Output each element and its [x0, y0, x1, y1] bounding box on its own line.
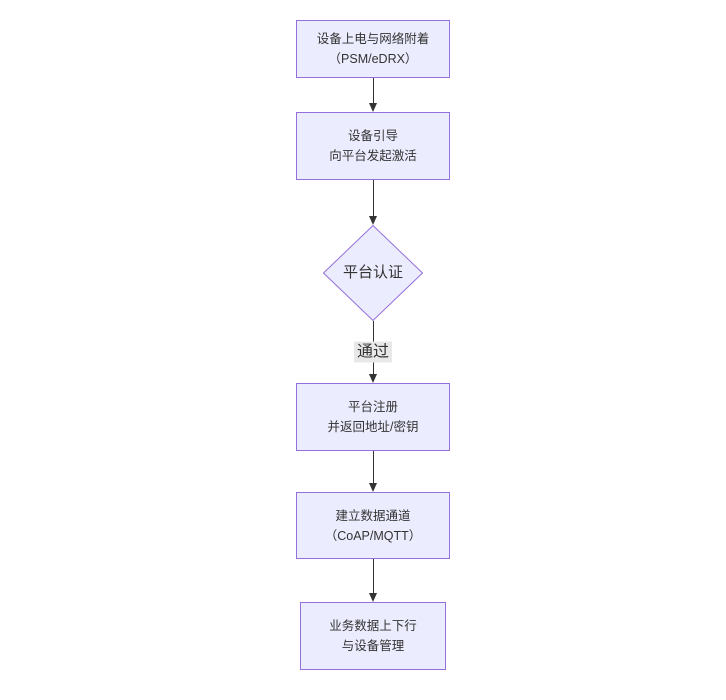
node-platform-auth: 平台认证: [323, 225, 423, 321]
edge-label-pass: 通过: [353, 341, 393, 363]
edge-power-to-bootstrap: [367, 78, 379, 112]
node-bootstrap-label: 设备引导 向平台发起激活: [329, 129, 417, 163]
node-bootstrap: 设备引导 向平台发起激活: [296, 112, 450, 180]
edge-channel-to-business: [367, 559, 379, 602]
arrow-down-icon: [369, 593, 377, 602]
edge-line: [372, 451, 374, 483]
node-business-data-label: 业务数据上下行 与设备管理: [329, 619, 417, 653]
node-power-attach-label: 设备上电与网络附着 （PSM/eDRX）: [316, 32, 430, 66]
arrow-down-icon: [369, 216, 377, 225]
edge-line: [372, 180, 374, 216]
node-business-data: 业务数据上下行 与设备管理: [300, 602, 446, 670]
node-data-channel-label: 建立数据通道 （CoAP/MQTT）: [324, 508, 422, 543]
node-platform-register: 平台注册 并返回地址/密钥: [296, 383, 450, 451]
arrow-down-icon: [369, 103, 377, 112]
diamond-shape: [323, 225, 423, 321]
node-platform-register-label: 平台注册 并返回地址/密钥: [327, 400, 419, 434]
node-data-channel: 建立数据通道 （CoAP/MQTT）: [296, 492, 450, 559]
diamond-polygon: [323, 225, 423, 321]
arrow-down-icon: [369, 374, 377, 383]
edge-line: [372, 559, 374, 593]
edge-line: [372, 78, 374, 103]
edge-register-to-channel: [367, 451, 379, 492]
node-platform-auth-label: 平台认证: [342, 264, 403, 281]
node-power-attach: 设备上电与网络附着 （PSM/eDRX）: [296, 20, 450, 78]
arrow-down-icon: [369, 483, 377, 492]
edge-bootstrap-to-auth: [367, 180, 379, 225]
